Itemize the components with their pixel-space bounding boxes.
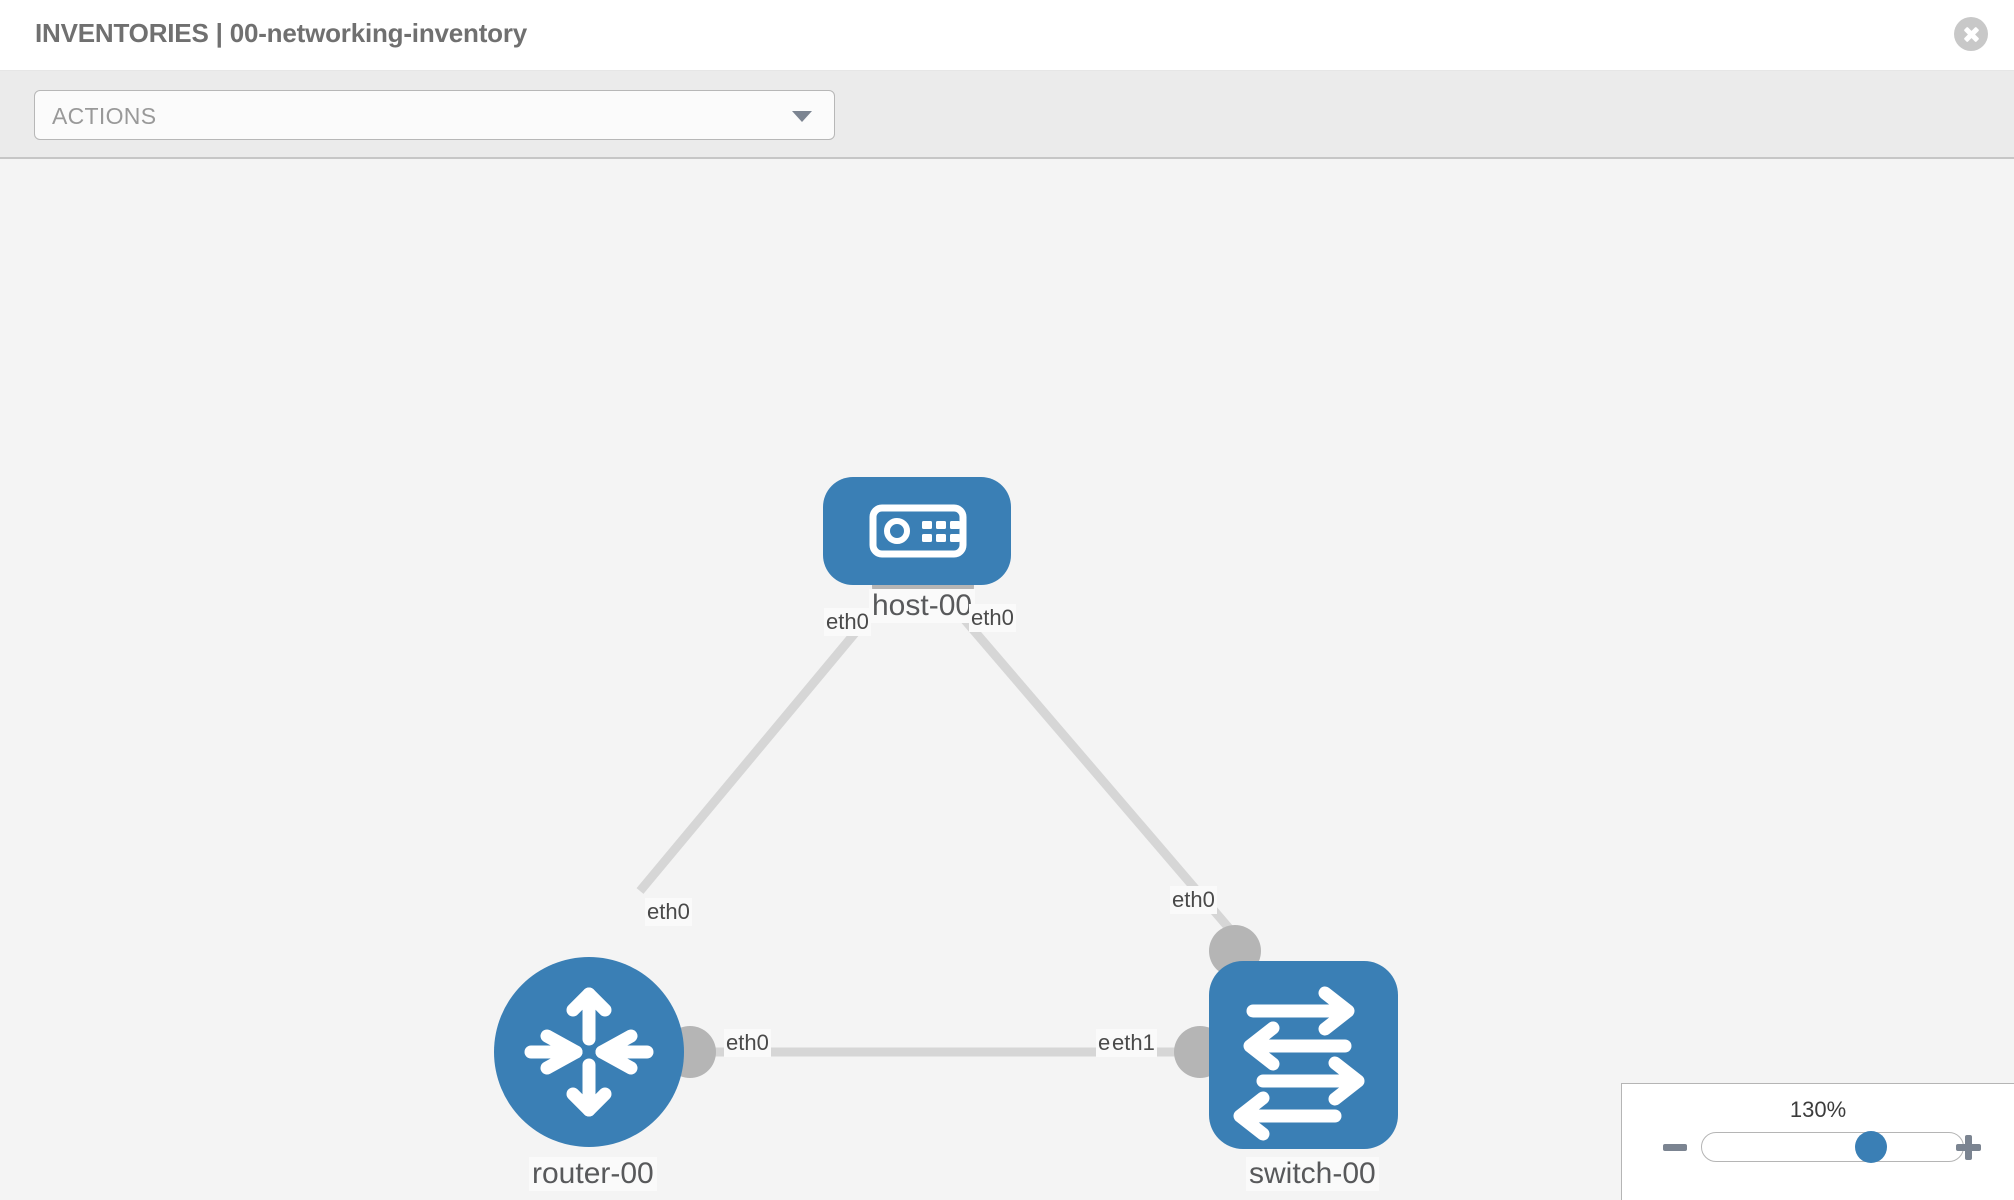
switch-icon	[1233, 986, 1365, 1141]
iface-label-switch-left: eth1	[1110, 1029, 1157, 1057]
zoom-slider-thumb[interactable]	[1855, 1131, 1887, 1163]
link-host-switch[interactable]	[936, 588, 1244, 944]
link-host-router[interactable]	[636, 588, 894, 894]
actions-dropdown-label: ACTIONS	[52, 103, 157, 129]
close-icon[interactable]	[1954, 17, 1988, 51]
zoom-slider-track[interactable]	[1701, 1132, 1964, 1162]
topology-links	[636, 588, 1244, 1057]
topology-ports	[664, 560, 1261, 1078]
node-host-00[interactable]	[823, 477, 1011, 585]
iface-label-switch-up: eth0	[1170, 886, 1217, 914]
toolbar: ACTIONS SEARCH	[0, 71, 2014, 211]
node-switch-00[interactable]	[1209, 961, 1398, 1149]
minus-icon[interactable]	[1663, 1144, 1687, 1151]
iface-label-router-right: eth0	[724, 1029, 771, 1057]
iface-label-host-left: eth0	[824, 608, 871, 636]
topology-graph	[494, 477, 1398, 1149]
actions-dropdown[interactable]: ACTIONS	[34, 90, 835, 140]
server-icon	[869, 504, 967, 558]
zoom-control-panel: 130%	[1621, 1083, 2014, 1200]
node-label-router-00: router-00	[529, 1157, 657, 1191]
iface-label-router-up: eth0	[645, 898, 692, 926]
router-icon	[524, 987, 654, 1117]
plus-icon[interactable]	[1956, 1135, 1981, 1160]
node-router-00[interactable]	[494, 957, 684, 1147]
node-label-host-00: host-00	[869, 589, 976, 623]
node-label-switch-00: switch-00	[1246, 1157, 1379, 1191]
topology-canvas[interactable]: host-00 router-00 switch-00 eth0 eth0 et…	[0, 161, 2014, 1200]
page-header: INVENTORIES | 00-networking-inventory	[0, 0, 2014, 71]
page-title: INVENTORIES | 00-networking-inventory	[35, 18, 528, 48]
zoom-percent-label: 130%	[1789, 1097, 1847, 1122]
iface-label-host-right: eth0	[969, 604, 1016, 632]
chevron-down-icon	[792, 111, 812, 122]
